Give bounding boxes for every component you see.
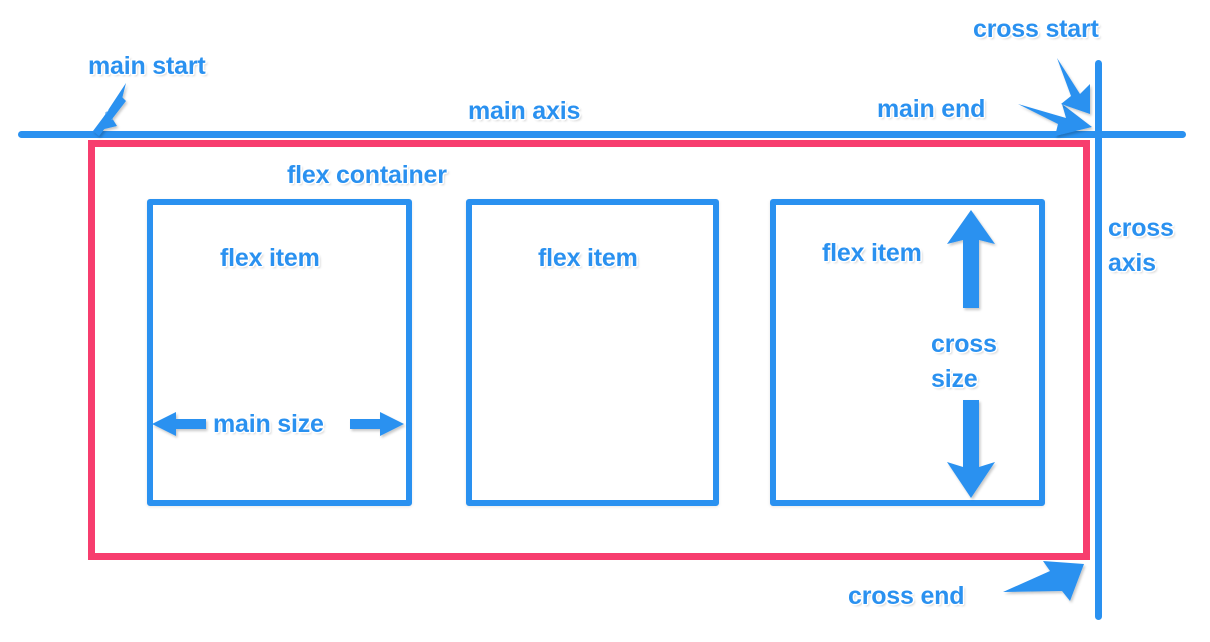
flex-item-box-1 [147, 199, 412, 506]
arrow-up-right-icon [1003, 561, 1084, 601]
label-flex-item-3: flex item [822, 239, 922, 267]
label-cross-size-line2: size [931, 364, 978, 393]
label-main-size: main size [213, 410, 324, 438]
flex-container-box [88, 140, 1090, 560]
main-axis-line [18, 131, 1186, 138]
label-cross-size: cross size [931, 327, 997, 396]
flex-item-box-3 [770, 199, 1045, 506]
label-flex-item-2: flex item [538, 244, 638, 272]
label-main-start: main start [88, 52, 206, 80]
arrow-down-left-icon [92, 83, 126, 136]
label-cross-axis-line1: cross [1108, 214, 1174, 242]
label-flex-item-1: flex item [220, 244, 320, 272]
label-cross-start: cross start [973, 15, 1099, 43]
label-cross-axis: cross axis [1108, 211, 1174, 280]
label-main-end: main end [877, 95, 986, 123]
label-flex-container: flex container [287, 161, 447, 189]
label-cross-size-line1: cross [931, 330, 997, 358]
label-cross-axis-line2: axis [1108, 248, 1156, 277]
cross-axis-line [1095, 60, 1102, 620]
flex-item-box-2 [466, 199, 719, 506]
label-cross-end: cross end [848, 582, 965, 610]
arrow-down-right-icon [1057, 58, 1090, 114]
label-main-axis: main axis [468, 97, 581, 125]
